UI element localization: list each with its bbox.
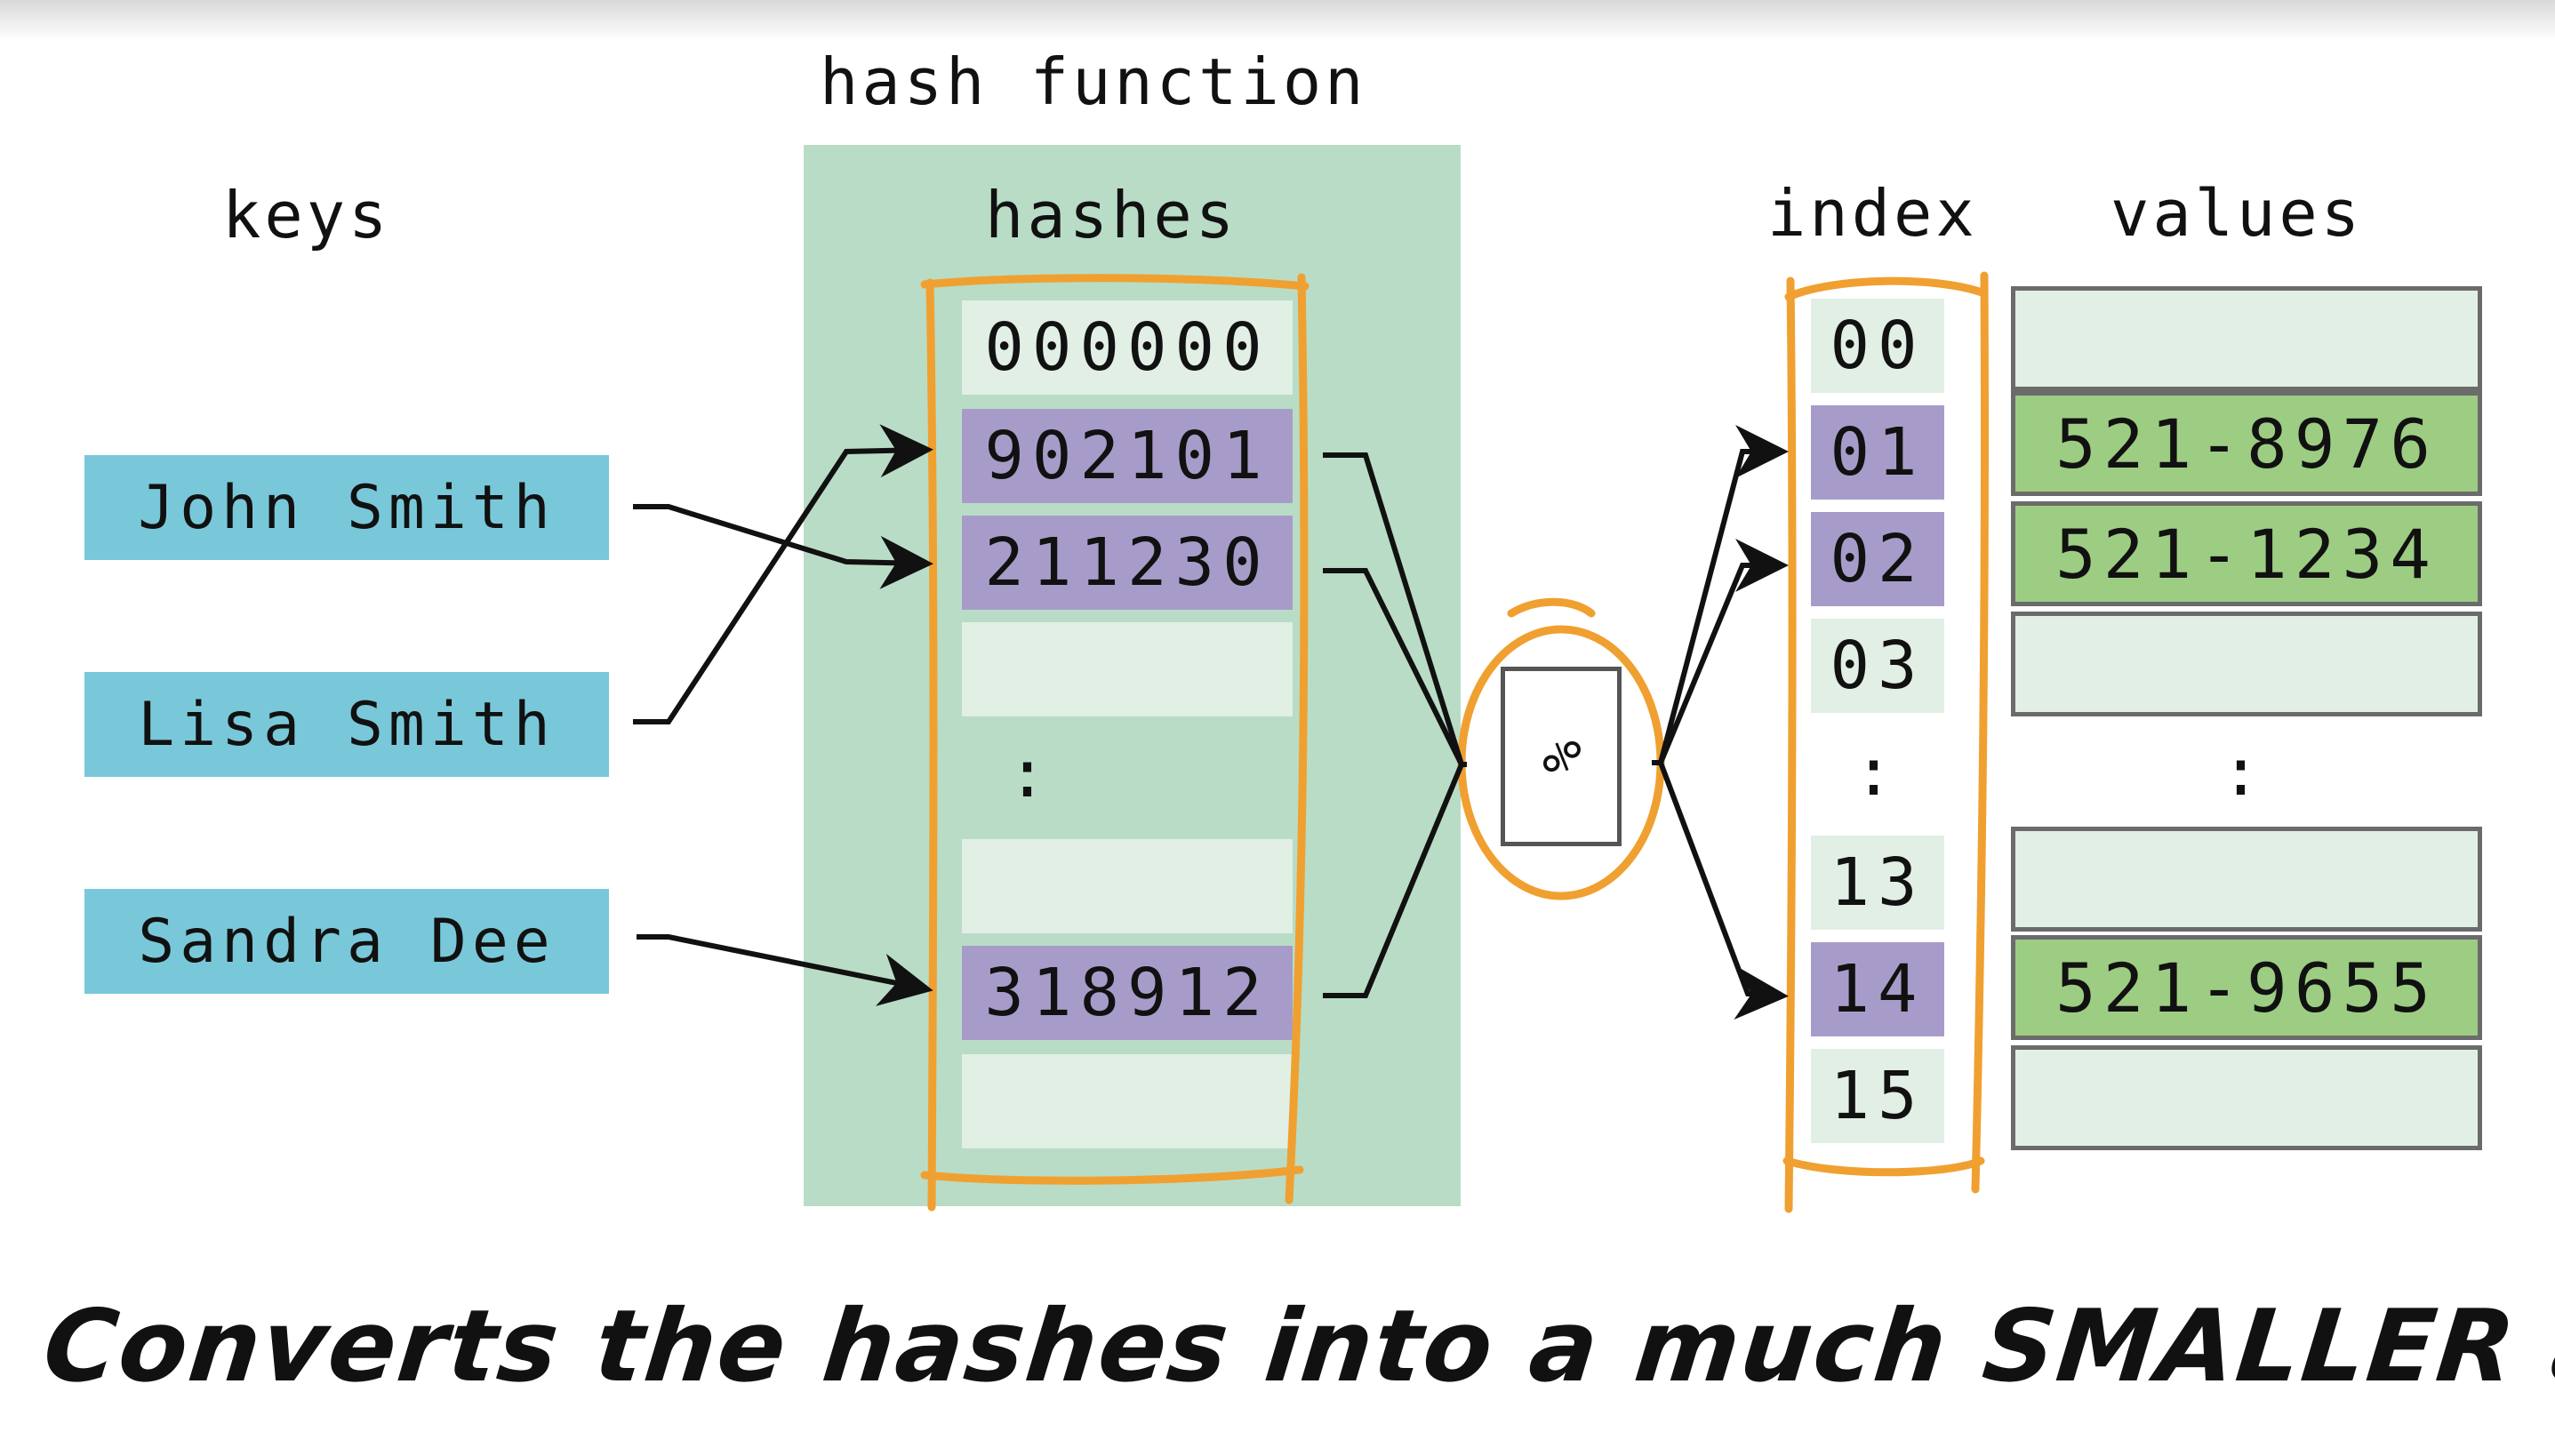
value-cell: 521-8976 [2011, 391, 2482, 496]
modulo-outline [1457, 625, 1665, 900]
index-ellipsis: : [1854, 734, 1902, 811]
hash-cell: 318912 [962, 946, 1293, 1040]
hash-cell: 211230 [962, 516, 1293, 610]
caption: Converts the hashes into a much SMALLER … [38, 1289, 2555, 1404]
hash-cell [962, 1054, 1293, 1148]
hashes-column-outline [920, 273, 1310, 1212]
hash-cell: 902101 [962, 409, 1293, 503]
value-cell [2011, 286, 2482, 391]
hash-function-heading: hash function [820, 44, 1367, 119]
value-cell [2011, 827, 2482, 932]
value-cell [2011, 1045, 2482, 1150]
modulo-to-index-arrows [1658, 425, 1789, 1020]
index-cell: 14 [1811, 942, 1944, 1036]
top-shade [0, 0, 2555, 41]
index-cell: 03 [1811, 619, 1944, 713]
hashes-heading: hashes [985, 178, 1238, 252]
hash-cell: 000000 [962, 300, 1293, 395]
values-heading: values [2110, 176, 2364, 251]
modulo-operator-box: % [1501, 667, 1622, 846]
value-ellipsis: : [2221, 734, 2269, 811]
key-sandra-dee: Sandra Dee [84, 889, 609, 994]
value-cell [2011, 612, 2482, 716]
index-cell: 02 [1811, 512, 1944, 606]
key-john-smith: John Smith [84, 455, 609, 560]
key-to-hash-arrows [633, 424, 933, 1006]
index-cell: 15 [1811, 1049, 1944, 1143]
index-cell: 13 [1811, 836, 1944, 930]
value-cell: 521-9655 [2011, 935, 2482, 1040]
hash-to-modulo-lines [1323, 452, 1467, 998]
index-column-outline [1782, 271, 1990, 1213]
index-heading: index [1767, 176, 1978, 251]
value-cell: 521-1234 [2011, 501, 2482, 606]
keys-heading: keys [222, 178, 391, 252]
key-lisa-smith: Lisa Smith [84, 672, 609, 777]
index-cell: 01 [1811, 405, 1944, 500]
hash-cell [962, 839, 1293, 933]
hash-cell [962, 622, 1293, 716]
hash-ellipsis: : [1007, 736, 1055, 812]
index-cell: 00 [1811, 299, 1944, 393]
